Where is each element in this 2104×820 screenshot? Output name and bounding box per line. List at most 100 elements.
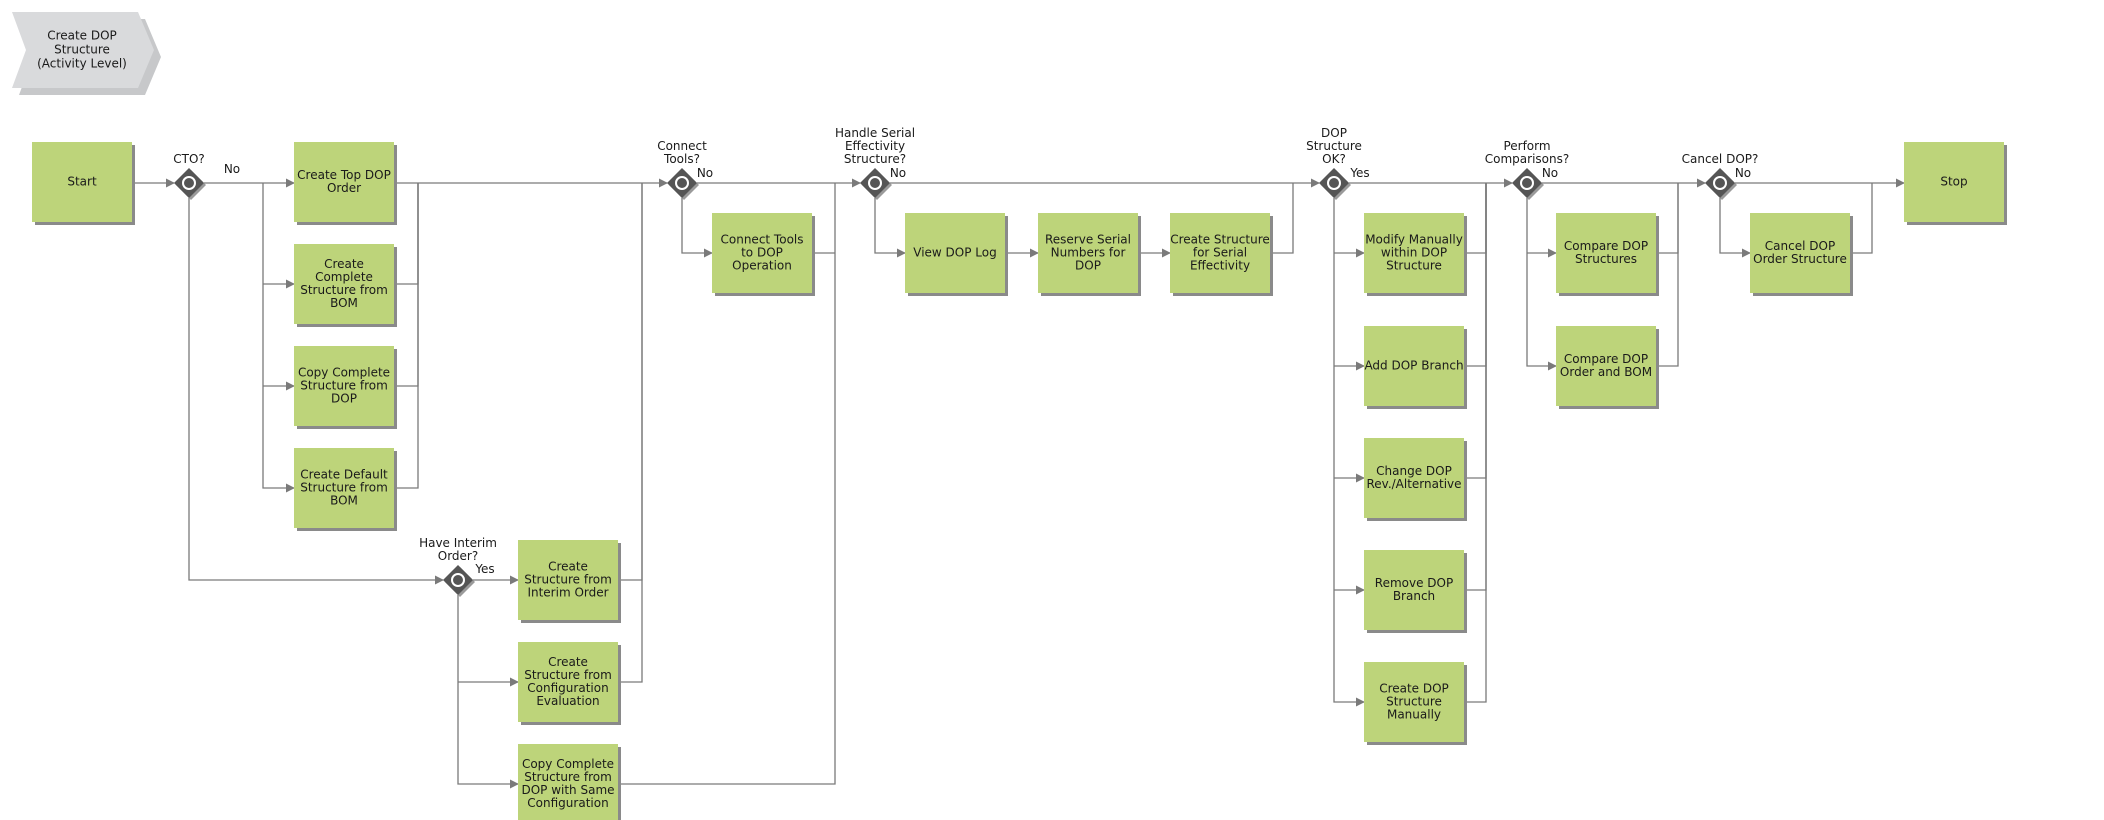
activity-label: DOP <box>1075 259 1101 273</box>
gateway-cto[interactable] <box>174 168 206 200</box>
gateway-question: CTO? <box>173 152 205 166</box>
gateway-diamond <box>667 168 697 198</box>
gateway-circle <box>182 176 196 190</box>
activity-stop[interactable]: Stop <box>1904 142 2007 225</box>
activity-label: Copy Complete <box>522 757 614 771</box>
edge-label: No <box>1542 166 1558 180</box>
activity-label: Rev./Alternative <box>1366 477 1461 491</box>
connector <box>188 198 444 585</box>
activity-start[interactable]: Start <box>32 142 135 225</box>
gateway-diamond <box>443 565 473 595</box>
activity-label: Evaluation <box>536 694 599 708</box>
activity-label: Connect Tools <box>721 233 804 247</box>
gateway-cancel-dop[interactable] <box>1705 168 1737 200</box>
activity-box <box>905 213 1005 293</box>
title-shape <box>12 12 154 88</box>
activity-label: BOM <box>330 296 358 310</box>
activity-label: Configuration <box>527 796 608 810</box>
activity-label: Branch <box>1393 589 1435 603</box>
edge-label: Yes <box>1349 166 1369 180</box>
activity-add-dop-branch[interactable]: Add DOP Branch <box>1364 326 1467 409</box>
activity-label: Change DOP <box>1376 464 1452 478</box>
connector <box>1656 183 1679 254</box>
gateway-perform-comparisons[interactable] <box>1512 168 1544 200</box>
gateway-dop-structure-ok[interactable] <box>1319 168 1351 200</box>
activity-box <box>294 244 394 324</box>
connector <box>1526 198 1557 371</box>
activity-box <box>1364 662 1464 742</box>
connector <box>1270 183 1294 254</box>
gateway-handle-serial-effectivity[interactable] <box>860 168 892 200</box>
connector <box>1464 183 1487 367</box>
gateway-question: Structure <box>1306 139 1362 153</box>
activity-box <box>32 142 132 222</box>
activity-box <box>1364 326 1464 406</box>
activity-view-dop-log[interactable]: View DOP Log <box>905 213 1008 296</box>
connector-layer <box>132 178 1905 789</box>
gateway-have-interim-order[interactable] <box>443 565 475 597</box>
gateway-diamond <box>860 168 890 198</box>
gateway-question: Connect <box>657 139 707 153</box>
activity-box <box>1364 213 1464 293</box>
connector <box>874 198 906 258</box>
activity-box <box>1556 326 1656 406</box>
connector <box>1464 183 1487 591</box>
connector <box>618 183 643 581</box>
edge-label: No <box>1735 166 1751 180</box>
activity-label: Start <box>67 175 97 189</box>
gateway-question: Perform <box>1503 139 1550 153</box>
activity-label: Numbers for <box>1051 246 1126 260</box>
gateway-diamond <box>1512 168 1542 198</box>
gateway-connect-tools[interactable] <box>667 168 699 200</box>
gateway-question: Order? <box>438 549 478 563</box>
activity-box <box>712 213 812 293</box>
activity-box <box>1904 142 2004 222</box>
activity-label: Interim Order <box>527 586 608 600</box>
activity-label: Cancel DOP <box>1765 239 1835 253</box>
activity-label: Create <box>548 560 588 574</box>
activity-label: View DOP Log <box>913 246 996 260</box>
gateway-question: Effectivity <box>845 139 905 153</box>
connector <box>1464 183 1487 479</box>
label-layer: CTO?Have InterimOrder?ConnectTools?Handl… <box>173 126 1758 576</box>
gateway-circle <box>675 176 689 190</box>
activity-label: Copy Complete <box>298 366 390 380</box>
gateway-circle <box>1327 176 1341 190</box>
activity-label: DOP with Same <box>521 783 614 797</box>
edge-label: No <box>697 166 713 180</box>
connector <box>394 183 419 489</box>
activity-label: Modify Manually <box>1365 233 1463 247</box>
connector <box>681 198 713 258</box>
edge-label: No <box>224 162 240 176</box>
activity-label: Create Default <box>300 468 388 482</box>
gateway-circle <box>1713 176 1727 190</box>
title-line: (Activity Level) <box>37 57 127 71</box>
activity-label: Structure from <box>300 481 388 495</box>
gateway-circle <box>451 573 465 587</box>
activity-label: Reserve Serial <box>1045 233 1131 247</box>
connector <box>457 595 519 789</box>
activity-label: to DOP <box>741 246 783 260</box>
activity-label: Create <box>324 257 364 271</box>
activity-label: Compare DOP <box>1564 239 1648 253</box>
gateway-circle <box>1520 176 1534 190</box>
activity-label: Structure from <box>524 668 612 682</box>
